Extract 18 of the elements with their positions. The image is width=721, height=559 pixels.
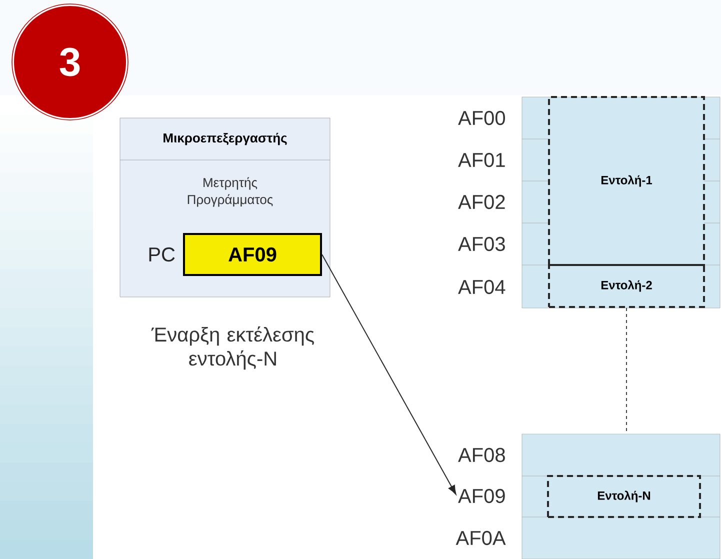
- step-badge: 3: [12, 4, 128, 120]
- address-label: AF03: [458, 236, 505, 252]
- address-label: AF01: [458, 152, 505, 168]
- instruction-box: Εντολή-2: [548, 264, 705, 308]
- arrow: [322, 254, 456, 495]
- instruction-box: Εντολή-1: [548, 96, 705, 266]
- address-label: AF02: [458, 194, 505, 210]
- memory-block: [522, 96, 720, 308]
- memory-block: [522, 434, 720, 559]
- instruction-box: Εντολή-N: [547, 475, 701, 518]
- address-label: AF09: [458, 488, 505, 504]
- register-label: PC: [149, 247, 175, 262]
- address-label: AF08: [458, 448, 505, 462]
- register-box: AF09: [183, 233, 322, 276]
- address-label: AF04: [458, 280, 506, 294]
- address-label: AF00: [458, 110, 506, 126]
- node-label: Έναρξη εκτέλεσης εντολής-N: [151, 326, 314, 370]
- address-label: AF0A: [456, 530, 506, 546]
